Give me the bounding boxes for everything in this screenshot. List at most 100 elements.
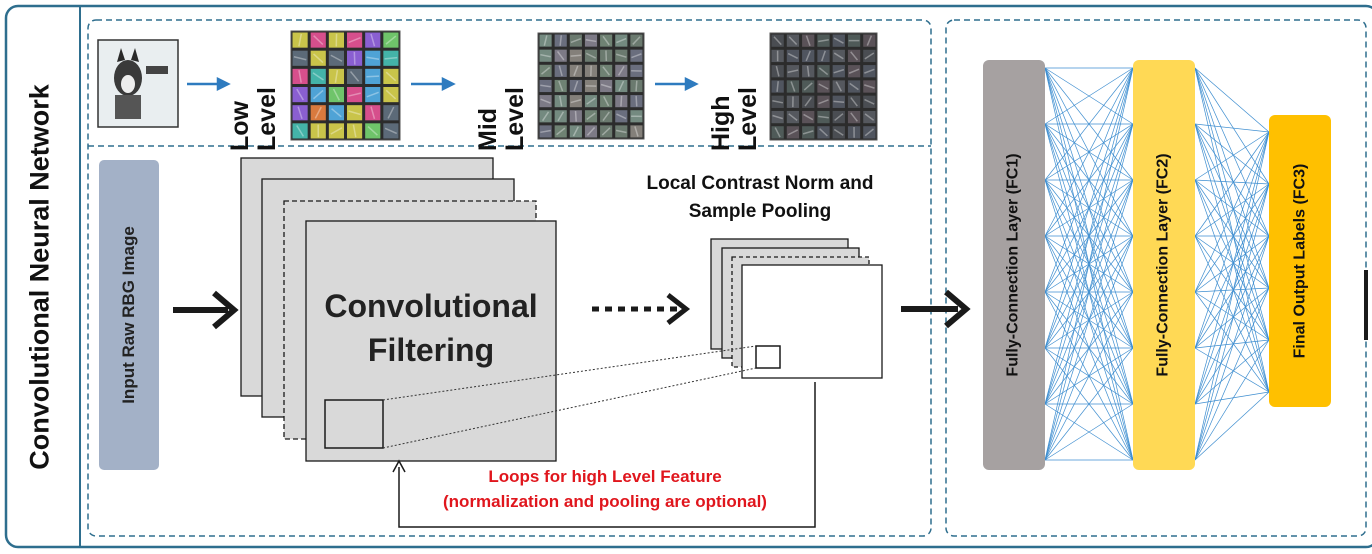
fc-connection-line bbox=[1044, 67, 1134, 181]
fc-connection-line bbox=[1044, 67, 1134, 405]
filter-stroke bbox=[818, 99, 829, 105]
filter-cell bbox=[554, 110, 567, 123]
filter-stroke bbox=[821, 50, 826, 62]
fc-connection-line bbox=[1194, 287, 1270, 461]
filter-cell bbox=[347, 32, 363, 48]
filter-cell bbox=[328, 123, 344, 139]
filter-stroke bbox=[833, 128, 844, 136]
input-arrow bbox=[173, 290, 239, 330]
filter-cell bbox=[292, 32, 308, 48]
filter-cell bbox=[615, 95, 628, 108]
fc-connection-line bbox=[1194, 179, 1270, 393]
filter-stroke bbox=[864, 84, 875, 89]
fc-arrow bbox=[901, 289, 971, 329]
filter-cell bbox=[802, 126, 815, 139]
filter-stroke bbox=[600, 83, 612, 89]
filter-cell bbox=[615, 64, 628, 77]
filter-stroke bbox=[385, 71, 397, 82]
fc-connection-line bbox=[1194, 123, 1270, 133]
filter-cell bbox=[600, 95, 613, 108]
filter-stroke bbox=[330, 54, 343, 62]
filter-stroke bbox=[818, 39, 829, 43]
filter-stroke bbox=[635, 95, 638, 107]
filter-stroke bbox=[366, 91, 379, 98]
filter-stroke bbox=[543, 35, 548, 46]
filter-stroke bbox=[620, 95, 623, 107]
filter-cell bbox=[615, 49, 628, 62]
filter-stroke bbox=[615, 129, 627, 134]
filter-stroke bbox=[805, 35, 811, 46]
filter-cell bbox=[383, 105, 399, 121]
filter-cell bbox=[600, 125, 613, 138]
filter-cell bbox=[802, 110, 815, 124]
filter-stroke bbox=[298, 33, 303, 47]
fc2-bar bbox=[1133, 60, 1195, 470]
filter-cell bbox=[569, 95, 582, 108]
filter-cell bbox=[365, 87, 381, 103]
filter-stroke bbox=[586, 127, 596, 136]
filter-cell bbox=[600, 79, 613, 93]
filter-stroke bbox=[774, 127, 781, 138]
filter-stroke bbox=[586, 97, 596, 105]
filter-stroke bbox=[631, 53, 642, 59]
filter-cell bbox=[832, 110, 845, 124]
filter-cell bbox=[786, 95, 800, 108]
filter-cell bbox=[539, 79, 552, 93]
fc-connections bbox=[1044, 67, 1270, 461]
fc-connection-line bbox=[1194, 339, 1270, 349]
filter-cell bbox=[630, 34, 643, 47]
fc-connection-line bbox=[1044, 67, 1134, 461]
filter-cell bbox=[847, 34, 861, 47]
filter-cell bbox=[569, 34, 582, 47]
filter-stroke bbox=[632, 36, 641, 45]
filter-stroke bbox=[384, 56, 398, 60]
filter-cell bbox=[539, 125, 552, 138]
fc-connection-line bbox=[1044, 67, 1134, 125]
filter-stroke bbox=[804, 97, 812, 107]
filter-stroke bbox=[833, 68, 845, 74]
mid-level-filters bbox=[537, 32, 645, 140]
filter-stroke bbox=[540, 129, 551, 134]
fc-connection-line bbox=[1194, 179, 1270, 289]
filter-cell bbox=[383, 123, 399, 139]
filter-stroke bbox=[849, 82, 859, 91]
fc3-label: Final Output Labels (FC3) bbox=[1269, 115, 1331, 407]
fc-connection-line bbox=[1194, 287, 1270, 293]
filter-cell bbox=[539, 110, 552, 123]
fc-connection-line bbox=[1194, 179, 1270, 185]
filter-stroke bbox=[818, 67, 829, 76]
fc-connection-line bbox=[1044, 403, 1134, 461]
filter-stroke bbox=[615, 53, 627, 58]
fc-connection-line bbox=[1194, 291, 1270, 341]
filter-stroke bbox=[788, 113, 798, 121]
filter-stroke bbox=[833, 37, 844, 44]
filter-cell bbox=[383, 50, 399, 66]
fc-connection-line bbox=[1044, 123, 1134, 461]
fc-connection-line bbox=[1194, 131, 1270, 181]
filter-grid-bg bbox=[290, 30, 401, 141]
filter-stroke bbox=[384, 127, 398, 135]
filter-stroke bbox=[850, 97, 858, 107]
filter-stroke bbox=[556, 51, 565, 61]
filter-cell bbox=[584, 64, 598, 77]
filter-cell bbox=[584, 79, 598, 93]
filter-cell bbox=[630, 110, 643, 123]
filter-stroke bbox=[635, 80, 638, 92]
filter-cell bbox=[328, 105, 344, 121]
filter-stroke bbox=[790, 81, 796, 92]
fc-connection-line bbox=[1194, 183, 1270, 461]
filter-cell bbox=[347, 87, 363, 103]
filter-stroke bbox=[806, 65, 810, 77]
fc-connection-line bbox=[1194, 235, 1270, 393]
filter-stroke bbox=[330, 127, 343, 135]
fc-connection-line bbox=[1194, 235, 1270, 461]
filter-cell bbox=[817, 80, 830, 93]
conv-stack bbox=[240, 157, 557, 462]
filter-cell bbox=[817, 110, 830, 124]
side-title: Convolutional Neural Network bbox=[2, 0, 78, 554]
pool-stack bbox=[710, 238, 883, 379]
filter-stroke bbox=[385, 89, 397, 100]
filter-cell bbox=[863, 95, 876, 108]
